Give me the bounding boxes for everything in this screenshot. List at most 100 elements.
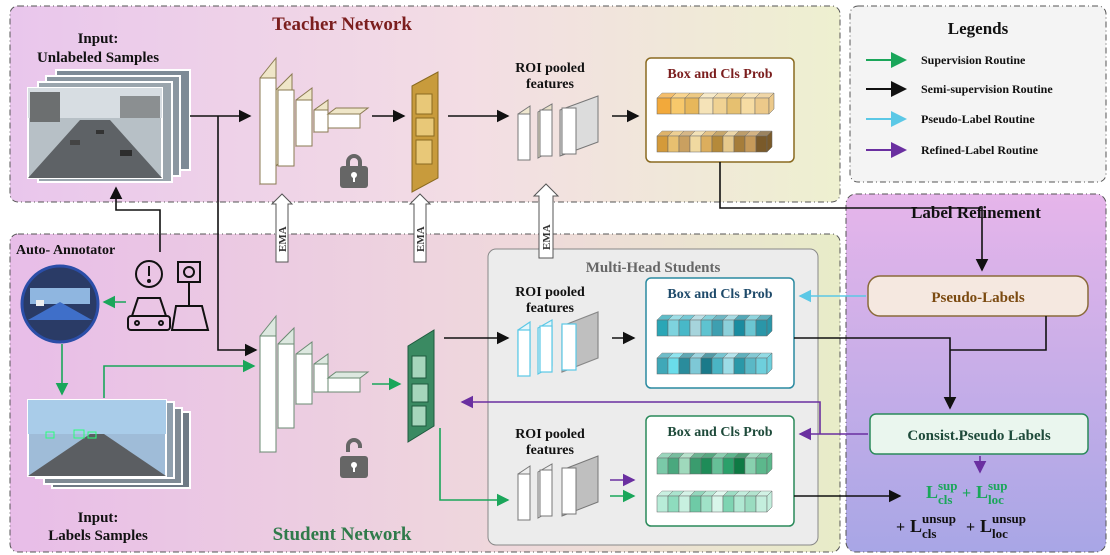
student2-cls-bar-cell [744,457,757,475]
teacher-box-bar-cell [722,135,735,153]
legends-panel [849,5,1107,183]
arrows-supervision [55,295,636,507]
student2-cls-bar-cell [667,457,680,475]
svg-text:cls: cls [938,492,952,507]
student2-cls-bar-cell [733,457,746,475]
teacher-prob-bar-box [656,130,773,153]
teacher-cls-bar-cell [656,97,672,115]
lock-closed-icon [340,154,368,188]
student-roi2-label-2: features [526,443,574,458]
teacher-box-bar-cell [678,135,691,153]
svg-text:+: + [896,519,905,536]
student1-box-bar-cell [755,357,768,375]
student2-cls-bar-cell [656,457,669,475]
student1-cls-bar-cell [656,319,669,337]
student1-cls-bar-cell [667,319,680,337]
svg-text:EMA: EMA [277,226,289,252]
teacher-roi-label-1: ROI pooled [515,61,585,76]
teacher-cls-bar-cell [740,97,756,115]
student2-cls-bar-cell [722,457,735,475]
teacher-cls-bar-cell [754,97,770,115]
ema-arrow-2: EMA [408,193,432,263]
teacher-backbone [259,56,370,186]
legends-title: Legends [948,19,1009,38]
svg-text:cls: cls [922,526,936,541]
student-feature-map [407,329,435,443]
teacher-input-label-2: Unlabeled Samples [37,50,159,66]
arrows-semi-supervision [109,109,1047,503]
teacher-roi-features [517,95,599,161]
student2-cls-bar-cell [755,457,768,475]
student1-box-bar-cell [700,357,713,375]
teacher-box-bar-cell [700,135,713,153]
student1-box-bar-cell [744,357,757,375]
student1-cls-bar-side [766,314,773,337]
teacher-cls-bar-cell [698,97,714,115]
teacher-box-bar-cell [667,135,680,153]
student1-cls-bar-cell [722,319,735,337]
student-prob-title-2: Box and Cls Prob [667,425,772,440]
teacher-box-bar-cell [656,135,669,153]
student1-box-bar-cell [678,357,691,375]
student1-cls-bar-cell [733,319,746,337]
refinement-title: Label Refinement [911,203,1041,222]
student2-cls-bar-side [766,452,773,475]
legend-list: Supervision Routine Semi-supervision Rou… [866,52,1053,158]
student1-cls-bar-cell [755,319,768,337]
loss-formula: L sup cls + L sup loc + L unsup cls + L … [896,478,1026,541]
robot-car-icon [127,260,210,331]
student-backbone [259,314,370,454]
student-roi1-label-1: ROI pooled [515,285,585,300]
student-prob-title-1: Box and Cls Prob [667,287,772,302]
multihead-title: Multi-Head Students [586,260,721,276]
student1-box-bar-side [766,352,773,375]
arrows-refined-label [460,395,987,487]
student1-cls-bar-cell [678,319,691,337]
svg-text:+: + [962,485,971,502]
auto-annotator-image [20,264,100,344]
student2-cls-bar-cell [678,457,691,475]
student2-cls-bar-cell [700,457,713,475]
student2-box-bar-cell [755,495,768,513]
auto-annotator-label: Auto- Annotator [16,243,115,258]
student1-box-bar-cell [722,357,735,375]
teacher-box-bar-cell [755,135,768,153]
svg-text:loc: loc [988,492,1004,507]
legend-item-supervision: Supervision Routine [921,53,1026,67]
pseudo-labels-box [867,275,1089,317]
student1-cls-bar-cell [689,319,702,337]
student2-box-bar-cell [722,495,735,513]
student2-box-bar-cell [656,495,669,513]
labeled-input-label-1: Input: [78,510,119,526]
svg-text:EMA: EMA [541,224,553,250]
student-prob-bar-cls-2 [656,452,773,475]
student-title: Student Network [273,524,412,545]
student1-box-bar-cell [689,357,702,375]
teacher-cls-bar-cell [712,97,728,115]
teacher-box-bar-cell [733,135,746,153]
labeled-input-label-2: Labels Samples [48,528,148,544]
student-prob-bar-cls-1 [656,314,773,337]
consist-labels-box [869,413,1089,455]
teacher-cls-bar-side [768,92,775,115]
svg-text:L: L [910,516,922,536]
ema-arrow-1: EMA [270,193,294,263]
legend-item-refined-label: Refined-Label Routine [921,143,1039,157]
teacher-cls-bar-cell [670,97,686,115]
student-prob-bar-box-1 [656,352,773,375]
consist-labels-text: Consist.Pseudo Labels [907,428,1051,444]
svg-text:unsup: unsup [922,511,956,526]
legend-item-semi-supervision: Semi-supervision Routine [921,82,1053,96]
svg-text:L: L [926,482,938,502]
student1-box-bar-cell [711,357,724,375]
student2-box-bar-cell [667,495,680,513]
student2-box-bar-cell [700,495,713,513]
student2-box-bar-cell [711,495,724,513]
teacher-box-bar-cell [689,135,702,153]
svg-text:sup: sup [988,478,1008,493]
teacher-feature-map [411,71,439,193]
svg-text:sup: sup [938,478,958,493]
svg-text:EMA: EMA [415,226,427,252]
student1-box-bar-cell [667,357,680,375]
